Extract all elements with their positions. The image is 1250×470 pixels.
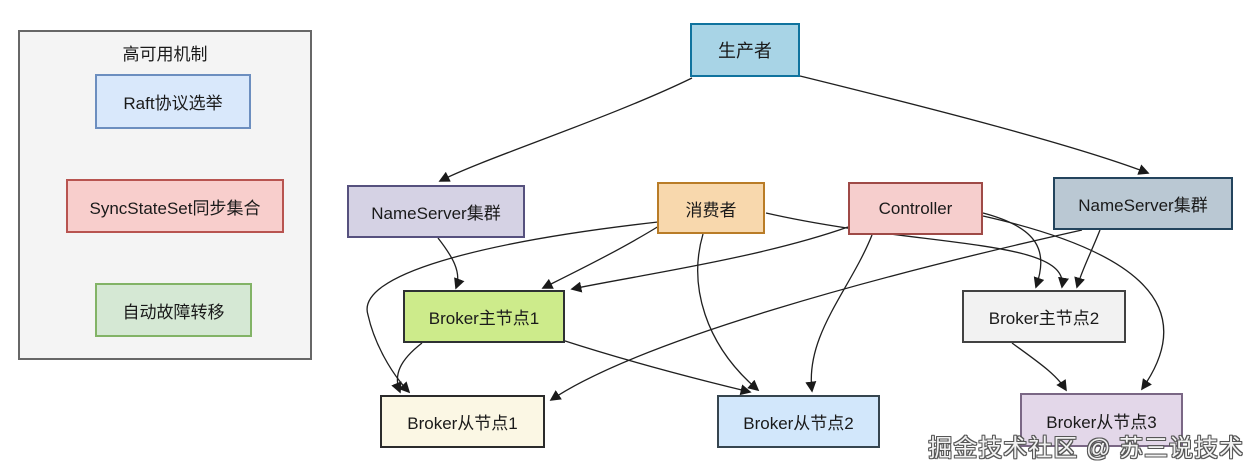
edge-nameserver-right-broker-slave-1 bbox=[549, 229, 1083, 401]
ha-item-raft-label: Raft协议选举 bbox=[123, 94, 223, 113]
edge-broker-master-1-broker-slave-1 bbox=[391, 342, 423, 394]
node-nameserver-cluster-right: NameServer集群 bbox=[1053, 177, 1233, 230]
edge-controller-broker-master-1 bbox=[570, 226, 849, 293]
node-broker-master-2-label: Broker主节点2 bbox=[988, 309, 1100, 328]
node-nameserver-left-label: NameServer集群 bbox=[371, 204, 501, 223]
node-broker-slave-3: Broker从节点3 bbox=[1020, 393, 1183, 447]
node-consumer-label: 消费者 bbox=[685, 200, 737, 220]
edge-consumer-broker-master-2 bbox=[765, 212, 1069, 289]
node-broker-master-1: Broker主节点1 bbox=[403, 290, 565, 343]
edge-controller-broker-master-2 bbox=[982, 212, 1045, 289]
node-controller: Controller bbox=[848, 182, 983, 235]
node-producer-label: 生产者 bbox=[718, 41, 772, 61]
node-broker-master-2: Broker主节点2 bbox=[962, 290, 1126, 343]
edge-producer-nameserver-right bbox=[799, 75, 1150, 175]
node-broker-master-1-label: Broker主节点1 bbox=[428, 309, 540, 328]
ha-item-syncstateset-label: SyncStateSet同步集合 bbox=[89, 198, 261, 218]
ha-item-failover-label: 自动故障转移 bbox=[122, 302, 225, 322]
edge-consumer-broker-slave-1 bbox=[366, 221, 659, 394]
node-broker-slave-1: Broker从节点1 bbox=[380, 395, 545, 448]
edge-controller-broker-slave-3 bbox=[982, 215, 1165, 391]
ha-item-auto-failover: 自动故障转移 bbox=[95, 283, 252, 337]
edge-broker-master-2-broker-slave-3 bbox=[1011, 342, 1067, 392]
edge-consumer-broker-slave-2 bbox=[697, 233, 760, 392]
node-broker-slave-3-label: Broker从节点3 bbox=[1046, 412, 1157, 432]
ha-item-raft-election: Raft协议选举 bbox=[95, 74, 251, 129]
node-consumer: 消费者 bbox=[657, 182, 765, 234]
node-controller-label: Controller bbox=[878, 198, 953, 218]
ha-panel-title: 高可用机制 bbox=[122, 45, 208, 64]
edge-nameserver-right-broker-master-2 bbox=[1074, 229, 1101, 289]
edge-broker-master-1-broker-slave-2 bbox=[561, 339, 752, 396]
node-broker-slave-2-label: Broker从节点2 bbox=[743, 414, 854, 433]
node-nameserver-cluster-left: NameServer集群 bbox=[347, 185, 525, 238]
edge-producer-nameserver-left bbox=[438, 77, 693, 182]
edge-nameserver-left-broker-master-1 bbox=[437, 237, 465, 290]
node-nameserver-right-label: NameServer集群 bbox=[1078, 196, 1208, 215]
edge-controller-broker-slave-2 bbox=[805, 234, 873, 393]
edge-consumer-broker-master-1 bbox=[541, 225, 660, 289]
ha-mechanism-panel: 高可用机制 Raft协议选举 SyncStateSet同步集合 自动故障转移 bbox=[18, 30, 312, 360]
ha-item-syncstateset: SyncStateSet同步集合 bbox=[66, 179, 284, 233]
node-producer: 生产者 bbox=[690, 23, 800, 77]
node-broker-slave-1-label: Broker从节点1 bbox=[407, 414, 518, 433]
node-broker-slave-2: Broker从节点2 bbox=[717, 395, 880, 448]
watermark-text: 掘金技术社区 @ 苏三说技术 bbox=[928, 435, 1244, 462]
